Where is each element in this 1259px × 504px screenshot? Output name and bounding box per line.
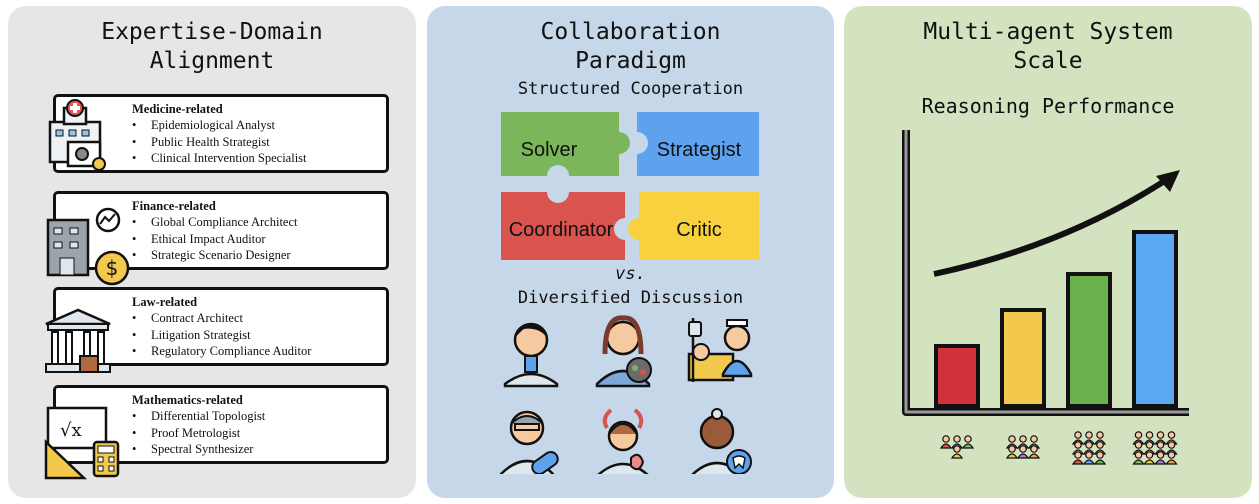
trend-arrow-head <box>1156 170 1180 192</box>
performance-bar-chart <box>902 130 1189 465</box>
structured-cooperation-label: Structured Cooperation <box>517 79 744 99</box>
agent-group-icon <box>1071 431 1107 465</box>
diversified-discussion-label: Diversified Discussion <box>517 288 744 308</box>
role-item: Global Compliance Architect <box>132 214 297 231</box>
domain-title: Medicine-related <box>132 102 223 116</box>
panel-title: Collaboration Paradigm <box>540 19 721 74</box>
svg-text:√x: √x <box>60 420 82 441</box>
role-item: Contract Architect <box>132 310 311 327</box>
expertise-domain-panel: Expertise-Domain Alignment Medicine-rela… <box>8 6 416 498</box>
role-item: Epidemiological Analyst <box>132 117 307 134</box>
courthouse-icon <box>45 308 111 373</box>
role-list: Epidemiological Analyst Public Health St… <box>132 117 307 167</box>
agent-avatars <box>499 315 753 474</box>
trend-arrow <box>933 177 1168 277</box>
svg-text:$: $ <box>106 256 119 280</box>
critic-label: Critic <box>676 219 722 241</box>
puzzle-piece-critic <box>628 192 759 260</box>
pharmacist-icon <box>499 410 559 474</box>
domain-box-medicine: Medicine-related Epidemiological Analyst… <box>53 94 389 173</box>
domain-box-mathematics: Mathematics-related Differential Topolog… <box>53 385 389 464</box>
multi-agent-scale-panel: Multi-agent System Scale Reasoning Perfo… <box>844 6 1252 498</box>
nurse-patient-icon <box>687 318 753 382</box>
vs-label: vs. <box>615 264 646 284</box>
coordinator-label: Coordinator <box>509 219 614 241</box>
scientist-icon <box>595 315 652 388</box>
strategist-label: Strategist <box>657 139 742 161</box>
bar <box>1000 308 1046 408</box>
role-item: Differential Topologist <box>132 408 265 425</box>
agent-group-icon <box>939 435 975 459</box>
puzzle-piece-solver <box>501 112 630 176</box>
agent-group-icon <box>1132 431 1178 465</box>
role-list: Global Compliance Architect Ethical Impa… <box>132 214 297 264</box>
role-item: Public Health Strategist <box>132 134 307 151</box>
role-item: Clinical Intervention Specialist <box>132 150 307 167</box>
bar <box>1132 230 1178 408</box>
panel-title: Multi-agent System Scale <box>923 19 1173 74</box>
domain-title: Finance-related <box>132 199 216 213</box>
role-list: Contract Architect Litigation Strategist… <box>132 310 311 360</box>
math-board-icon: √x <box>44 406 120 480</box>
role-item: Spectral Synthesizer <box>132 441 265 458</box>
bar <box>934 344 980 408</box>
collaboration-paradigm-panel: Collaboration Paradigm Structured Cooper… <box>427 6 834 498</box>
role-item: Regulatory Compliance Auditor <box>132 343 311 360</box>
role-item: Strategic Scenario Designer <box>132 247 297 264</box>
solver-label: Solver <box>521 139 578 161</box>
dentist-icon <box>691 408 752 474</box>
role-item: Proof Metrologist <box>132 425 265 442</box>
role-item: Litigation Strategist <box>132 327 311 344</box>
urologist-icon <box>597 408 649 474</box>
hospital-icon <box>48 99 106 171</box>
domain-title: Law-related <box>132 295 198 309</box>
panel-title: Expertise-Domain Alignment <box>101 19 323 74</box>
doctor-icon <box>503 322 559 388</box>
bar <box>1066 272 1112 408</box>
reasoning-performance-label: Reasoning Performance <box>921 94 1175 118</box>
domain-title: Mathematics-related <box>132 393 243 407</box>
agent-group-icon <box>1005 435 1041 459</box>
puzzle-piece-coordinator <box>501 192 625 260</box>
finance-building-icon: $ <box>46 207 130 286</box>
puzzle-piece-strategist <box>637 112 759 176</box>
role-item: Ethical Impact Auditor <box>132 231 297 248</box>
role-list: Differential Topologist Proof Metrologis… <box>132 408 265 458</box>
role-puzzle-diagram: Solver Strategist Coordinator Critic <box>501 112 759 260</box>
